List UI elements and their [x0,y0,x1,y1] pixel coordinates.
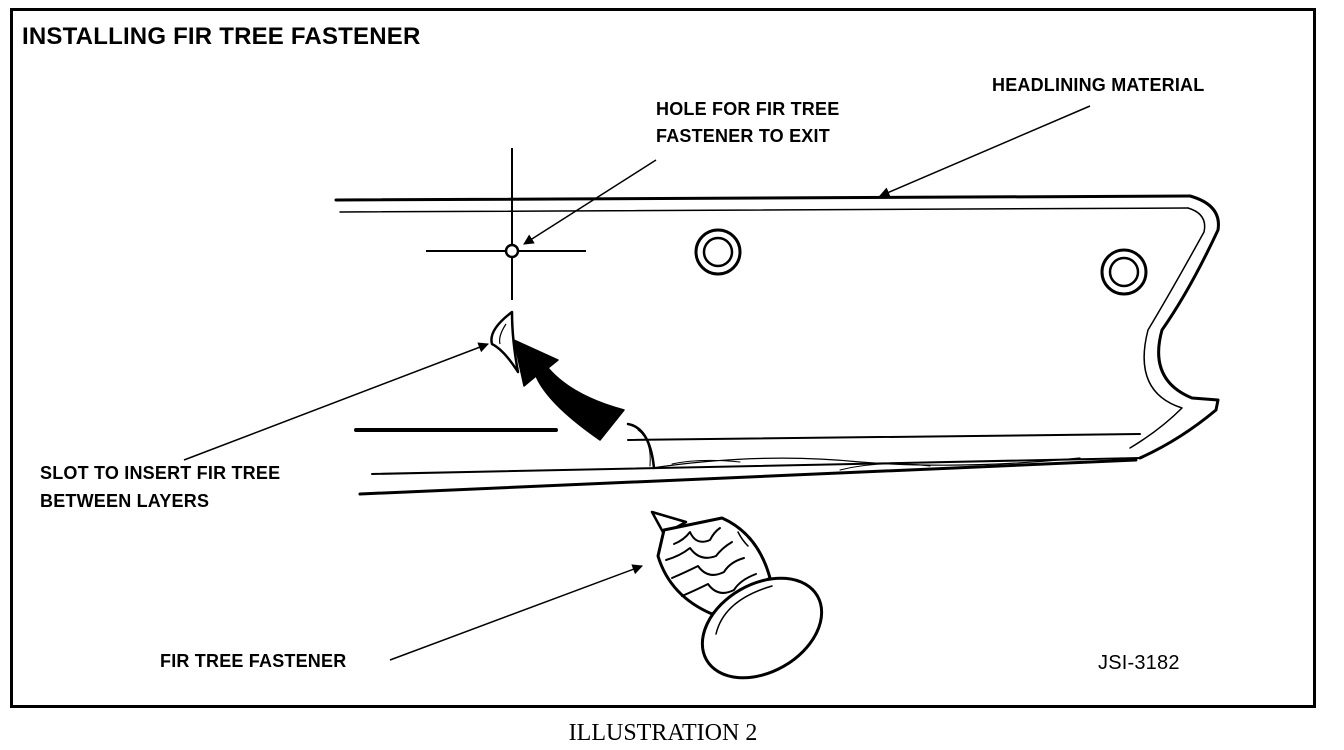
insertion-arrow [490,310,625,441]
hole-label-line2: FASTENER TO EXIT [656,126,830,146]
headlining-label: HEADLINING MATERIAL [992,75,1205,95]
diagram-title: INSTALLING FIR TREE FASTENER [22,23,421,50]
panel-clip-right [1100,248,1148,296]
fastener-label: FIR TREE FASTENER [160,651,347,671]
illustration-caption: ILLUSTRATION 2 [568,720,758,746]
fir-tree-fastener [650,510,824,680]
leader-arrows [183,105,1091,661]
exit-hole-crosshair [426,148,586,300]
panel-clip-left [694,228,742,276]
headlining-panel [334,194,1220,496]
hole-label-line1: HOLE FOR FIR TREE [656,99,840,119]
illustration-frame [10,8,1316,708]
figure-id: JSI-3182 [1098,652,1180,674]
slot-label-line1: SLOT TO INSERT FIR TREE [40,463,281,483]
slot-label-line2: BETWEEN LAYERS [40,491,210,511]
